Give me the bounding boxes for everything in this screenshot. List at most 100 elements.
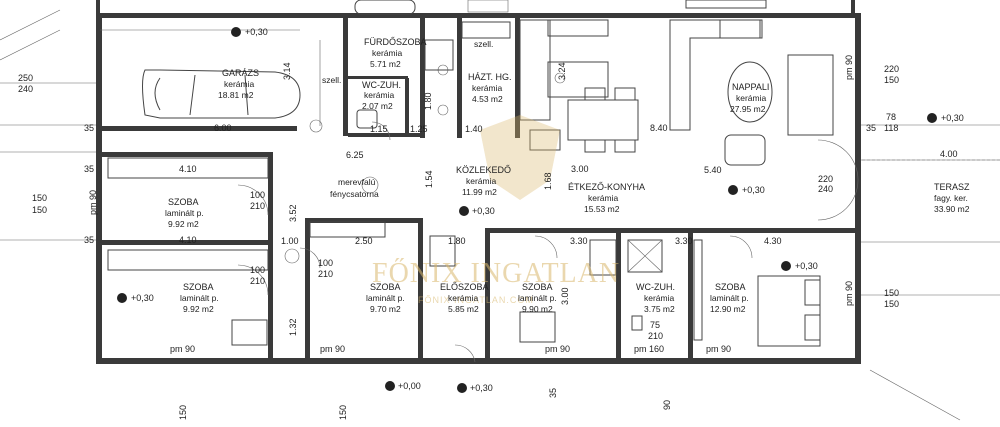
pm-label: pm 90 bbox=[88, 190, 98, 215]
dim-label: 150 bbox=[338, 405, 348, 420]
szoba3-area: 9.70 m2 bbox=[370, 304, 401, 314]
dim-label: 1.00 bbox=[281, 236, 299, 246]
dim-label: 1.80 bbox=[448, 236, 466, 246]
level-label: +0,30 bbox=[795, 261, 818, 271]
dim-label: 4.10 bbox=[179, 164, 197, 174]
level-label: +0,30 bbox=[470, 383, 493, 393]
pm-label: pm 90 bbox=[545, 344, 570, 354]
dim-label: 3.30 bbox=[675, 236, 693, 246]
szell-note-1: szell. bbox=[322, 75, 341, 85]
dim-label: 4.30 bbox=[764, 236, 782, 246]
level-label: +0,30 bbox=[245, 27, 268, 37]
eloszoba-name: ELŐSZOBA bbox=[440, 282, 489, 292]
door-label: 100 bbox=[250, 190, 265, 200]
dim-label: 220 bbox=[818, 174, 833, 184]
door-label: 210 bbox=[318, 269, 333, 279]
szell-note-2: szell. bbox=[474, 39, 493, 49]
walls bbox=[96, 0, 861, 364]
wc2-fixtures bbox=[627, 239, 663, 331]
nappali-area: 27.95 m2 bbox=[730, 104, 766, 114]
dim-label: 3.00 bbox=[571, 164, 589, 174]
kozlekedo-floor: kerámia bbox=[466, 176, 497, 186]
szoba1-area: 9.92 m2 bbox=[168, 219, 199, 229]
dim-label: 150 bbox=[884, 288, 899, 298]
laundry-fixtures bbox=[461, 0, 511, 39]
bedroom-furniture bbox=[107, 157, 821, 347]
pm-label: pm 90 bbox=[320, 344, 345, 354]
etkezo-floor: kerámia bbox=[588, 193, 619, 203]
dim-label: 150 bbox=[178, 405, 188, 420]
fenycsatorna-note: fénycsatorna bbox=[330, 189, 379, 199]
watermark: FŐNIX INGATLAN FŐNIX INGATLAN.COM bbox=[372, 115, 620, 305]
dim-label: 250 bbox=[18, 73, 33, 83]
wczuh2-name: WC-ZUH. bbox=[636, 282, 675, 292]
dim-label: 150 bbox=[884, 299, 899, 309]
dim-label: 2.50 bbox=[355, 236, 373, 246]
szoba4-area: 9.90 m2 bbox=[522, 304, 553, 314]
szoba3-name: SZOBA bbox=[370, 282, 401, 292]
dim-label: 35 bbox=[866, 123, 876, 133]
dim-label: 240 bbox=[18, 84, 33, 94]
garage-details bbox=[100, 29, 323, 133]
door-label: 100 bbox=[250, 265, 265, 275]
dim-label: 1.68 bbox=[543, 172, 553, 190]
dim-label: 78 bbox=[886, 112, 896, 122]
szoba2-floor: laminált p. bbox=[180, 293, 219, 303]
nappali-floor: kerámia bbox=[736, 93, 767, 103]
garazs-name: GARÁZS bbox=[222, 68, 259, 78]
car-outline bbox=[142, 69, 301, 119]
dim-label: 35 bbox=[84, 164, 94, 174]
pm-label: pm 90 bbox=[170, 344, 195, 354]
szoba5-floor: laminált p. bbox=[710, 293, 749, 303]
watermark-brand: FŐNIX INGATLAN bbox=[372, 258, 620, 289]
level-label: +0,30 bbox=[742, 185, 765, 195]
dim-label: 1.80 bbox=[423, 92, 433, 110]
door-label: 100 bbox=[318, 258, 333, 268]
garazs-floor: kerámia bbox=[224, 79, 255, 89]
dim-label: 35 bbox=[548, 388, 558, 398]
nappali-name: NAPPALI bbox=[732, 82, 769, 92]
dimension-lines bbox=[0, 9, 1000, 421]
szoba4-name: SZOBA bbox=[522, 282, 553, 292]
pm-label: pm 90 bbox=[844, 55, 854, 80]
szoba2-name: SZOBA bbox=[183, 282, 214, 292]
dim-label: 150 bbox=[884, 75, 899, 85]
wczuh1-floor: kerámia bbox=[364, 90, 395, 100]
kozlekedo-area: 11.99 m2 bbox=[462, 187, 497, 197]
kozlekedo-name: KÖZLEKEDŐ bbox=[456, 165, 511, 175]
wczuh2-area: 3.75 m2 bbox=[644, 304, 675, 314]
dim-label: 3.30 bbox=[570, 236, 588, 246]
dim-label: 1.15 bbox=[370, 124, 388, 134]
haztHg-floor: kerámia bbox=[472, 83, 503, 93]
dim-label: 4.10 bbox=[179, 235, 197, 245]
dim-label: 1.40 bbox=[465, 124, 483, 134]
level-label: +0,30 bbox=[131, 293, 154, 303]
haztHg-area: 4.53 m2 bbox=[472, 94, 503, 104]
door-label: 210 bbox=[648, 331, 663, 341]
dim-label: 220 bbox=[884, 64, 899, 74]
dim-label: 6.25 bbox=[346, 150, 364, 160]
etkezo-name: ÉTKEZŐ-KONYHA bbox=[568, 182, 645, 192]
terasz-area: 33.90 m2 bbox=[934, 204, 970, 214]
etkezo-area: 15.53 m2 bbox=[584, 204, 620, 214]
szoba4-floor: laminált p. bbox=[518, 293, 557, 303]
terasz-name: TERASZ bbox=[934, 182, 970, 192]
furdo-area: 5.71 m2 bbox=[370, 59, 401, 69]
wczuh1-area: 2.07 m2 bbox=[362, 101, 393, 111]
szoba5-name: SZOBA bbox=[715, 282, 746, 292]
dim-label: 240 bbox=[818, 184, 833, 194]
dim-label: 3.52 bbox=[288, 204, 298, 222]
eloszoba-area: 5.85 m2 bbox=[448, 304, 479, 314]
level-labels: +0,30 +0,30 +0,30 +0,30 +0,30 +0,30 +0,0… bbox=[131, 27, 964, 393]
notes: szell. szell. merevfalú fénycsatorna bbox=[322, 39, 493, 199]
dim-label: 1.54 bbox=[424, 170, 434, 188]
dim-label: 1.32 bbox=[288, 318, 298, 336]
eloszoba-floor: kerámia bbox=[448, 293, 479, 303]
wczuh1-name: WC-ZUH. bbox=[362, 80, 401, 90]
door-label: 210 bbox=[250, 201, 265, 211]
terasz-floor: fagy. ker. bbox=[934, 193, 968, 203]
door-label: 210 bbox=[250, 276, 265, 286]
pm-label: pm 90 bbox=[844, 281, 854, 306]
dim-label: 90 bbox=[662, 400, 672, 410]
